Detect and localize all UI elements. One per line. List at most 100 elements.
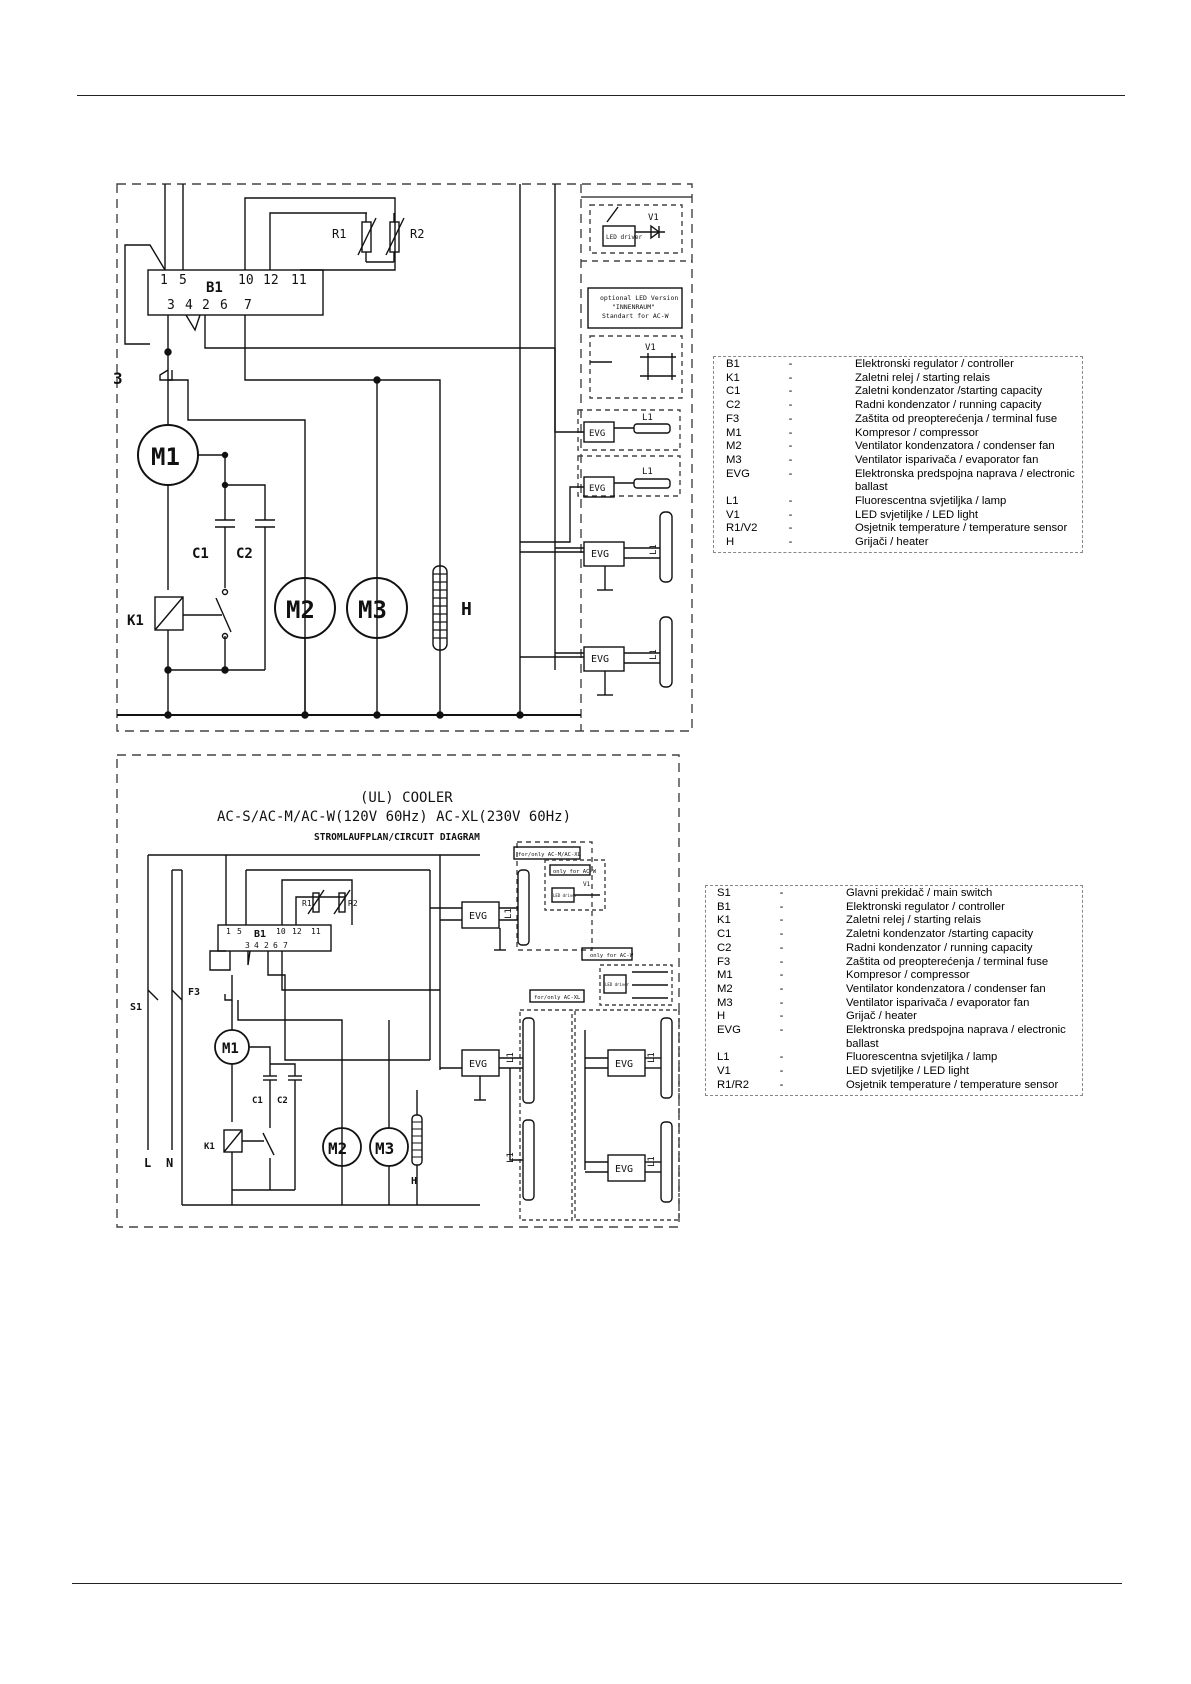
legend-dash: - [779, 1010, 784, 1023]
lamp-l1-3 [659, 511, 673, 583]
legend-code: V1 [726, 508, 740, 521]
footer-rule [72, 1583, 1122, 1584]
ballast-evg-4 [583, 646, 625, 672]
legend-description: Elektronski regulator / controller [846, 900, 1005, 913]
note-ac-xl-label: for/only AC-XL [534, 995, 581, 1001]
heater-h [432, 565, 448, 651]
legend-row: C2-Radni kondenzator / running capacity [706, 942, 1082, 956]
legend-description: Zaštita od preopterećenja / terminal fus… [855, 412, 1058, 425]
led-option-note [587, 287, 683, 329]
lamp-l1-2-label: L1 [642, 467, 653, 477]
terminal-6: 6 [220, 298, 228, 313]
switch-s1-label: S1 [130, 1002, 142, 1013]
bottom-lamp-box-3 [574, 1009, 680, 1221]
legend-row: H-Grijači / heater [714, 536, 1082, 550]
legend-dash: - [788, 412, 793, 425]
legend-description: LED svjetiljke / LED light [855, 508, 979, 521]
legend-code: C1 [726, 385, 741, 398]
legend-description: Fluorescentna svjetiljka / lamp [846, 1051, 998, 1064]
terminal-10: 10 [238, 273, 254, 288]
legend-code: B1 [726, 358, 740, 370]
heater-h-label: H [461, 599, 472, 620]
bottom-ballast-evg-1-label: EVG [469, 911, 487, 922]
legend-row: V1 - LED svjetiljke / LED light [714, 509, 1082, 523]
led-driver-box-top [589, 204, 683, 254]
led-v1-label: V1 [648, 213, 659, 223]
legend-row: EVG-Elektronska predspojna naprava / ele… [706, 1024, 1082, 1051]
lamp-l1-1 [633, 423, 671, 434]
legend-description: Zaletni kondenzator /starting capacity [855, 385, 1043, 398]
ballast-evg-2-label: EVG [589, 484, 605, 494]
bottom-terminal-6: 6 [273, 941, 278, 950]
relay-k1-label: K1 [127, 613, 144, 629]
legend-row: F3-Zaštita od preopterećenja / terminal … [706, 956, 1082, 970]
legend-dash: - [779, 1024, 784, 1037]
led-option-line-1: optional LED Version [600, 294, 678, 302]
legend-row: K1-Zaletni relej / starting relais [706, 914, 1082, 928]
sensor-r2-label: R2 [410, 227, 424, 241]
bottom-lamp-l1-5 [660, 1121, 673, 1203]
legend-code: H [717, 1010, 726, 1023]
legend-code: M3 [717, 996, 733, 1009]
bottom-led-box-2 [599, 964, 673, 1006]
bottom-lamp-l1-3 [522, 1119, 535, 1201]
legend-row: L1-Fluorescentna svjetiljka / lamp [706, 1051, 1082, 1065]
bottom-ballast-evg-3 [607, 1049, 646, 1077]
legend-description: Fluorescentna svjetiljka / lamp [855, 495, 1007, 508]
bottom-terminal-7: 7 [283, 941, 288, 950]
legend-description: Ventilator isparivača / evaporator fan [846, 996, 1030, 1009]
legend-code: L1 [717, 1051, 730, 1064]
top-diagram-frame [116, 183, 693, 732]
bottom-fan-m2-label: M2 [328, 1139, 347, 1158]
legend-dash: - [779, 996, 784, 1009]
bottom-fan-m2 [322, 1127, 362, 1167]
bottom-heater-h-label: H [411, 1176, 417, 1187]
fan-m3 [346, 577, 408, 639]
note-ac-w [549, 864, 591, 876]
bottom-sensor-r2-label: R2 [348, 899, 358, 908]
ballast-evg-1-label: EVG [589, 429, 605, 439]
legend-row: M2-Ventilator kondenzatora / condenser f… [714, 440, 1082, 454]
legend-dash: - [779, 1078, 784, 1091]
diagram-title-line-1: (UL) COOLER [360, 790, 453, 806]
note-ac-m-xl-label: for/only AC-M/AC-XL [518, 852, 582, 858]
legend-dash: - [788, 522, 793, 535]
terminal-3: 3 [167, 298, 175, 313]
legend-description: Grijač / heater [846, 1010, 917, 1023]
legend-dash: - [788, 508, 793, 521]
bottom-controller-b1-block [217, 924, 332, 952]
legend-code: C2 [717, 941, 732, 954]
lamp-l1-2 [633, 478, 671, 489]
bottom-circuit-diagram: (UL) COOLER AC-S/AC-M/AC-W(120V 60Hz) AC… [116, 754, 680, 1228]
legend-dash: - [788, 385, 793, 398]
lamp-l1-1-label: L1 [642, 413, 653, 423]
legend-description: Radni kondenzator / running capacity [846, 941, 1033, 954]
legend-row: F3 - Zaštita od preopterećenja / terminal … [714, 413, 1082, 427]
legend-code: F3 [726, 412, 740, 425]
legend-description: Glavni prekidač / main switch [846, 887, 993, 899]
bottom-lamp-l1-2 [522, 1017, 535, 1104]
note-ac-w-2-label: only for AC-W [590, 953, 634, 959]
lamp-box-2 [577, 455, 681, 497]
bottom-sensor-r2 [338, 892, 346, 913]
bottom-terminal-1: 1 [226, 927, 231, 936]
led-option-line-3: Standart for AC-W [602, 312, 669, 320]
legend-description: Zaletni relej / starting relais [855, 371, 990, 384]
legend-code: C1 [717, 928, 732, 941]
legend-dash: - [788, 399, 793, 412]
legend-dash: - [779, 982, 784, 995]
legend-code: M2 [717, 982, 733, 995]
terminal-11: 11 [291, 273, 307, 288]
legend-code: M2 [726, 440, 742, 453]
fan-m2-label: M2 [286, 596, 315, 624]
capacitor-c2-label: C2 [236, 546, 253, 562]
legend-dash: - [779, 928, 784, 941]
legend-dash: - [788, 426, 793, 439]
legend-description: Zaletni relej / starting relais [846, 914, 981, 927]
legend-code: M1 [717, 969, 733, 982]
bottom-led-v1-label: V1 [583, 881, 591, 888]
led-driver-label: LED driver [606, 234, 643, 241]
legend-row: L1-Fluorescentna svjetiljka / lamp [714, 495, 1082, 509]
sensor-r1-label: R1 [332, 227, 346, 241]
